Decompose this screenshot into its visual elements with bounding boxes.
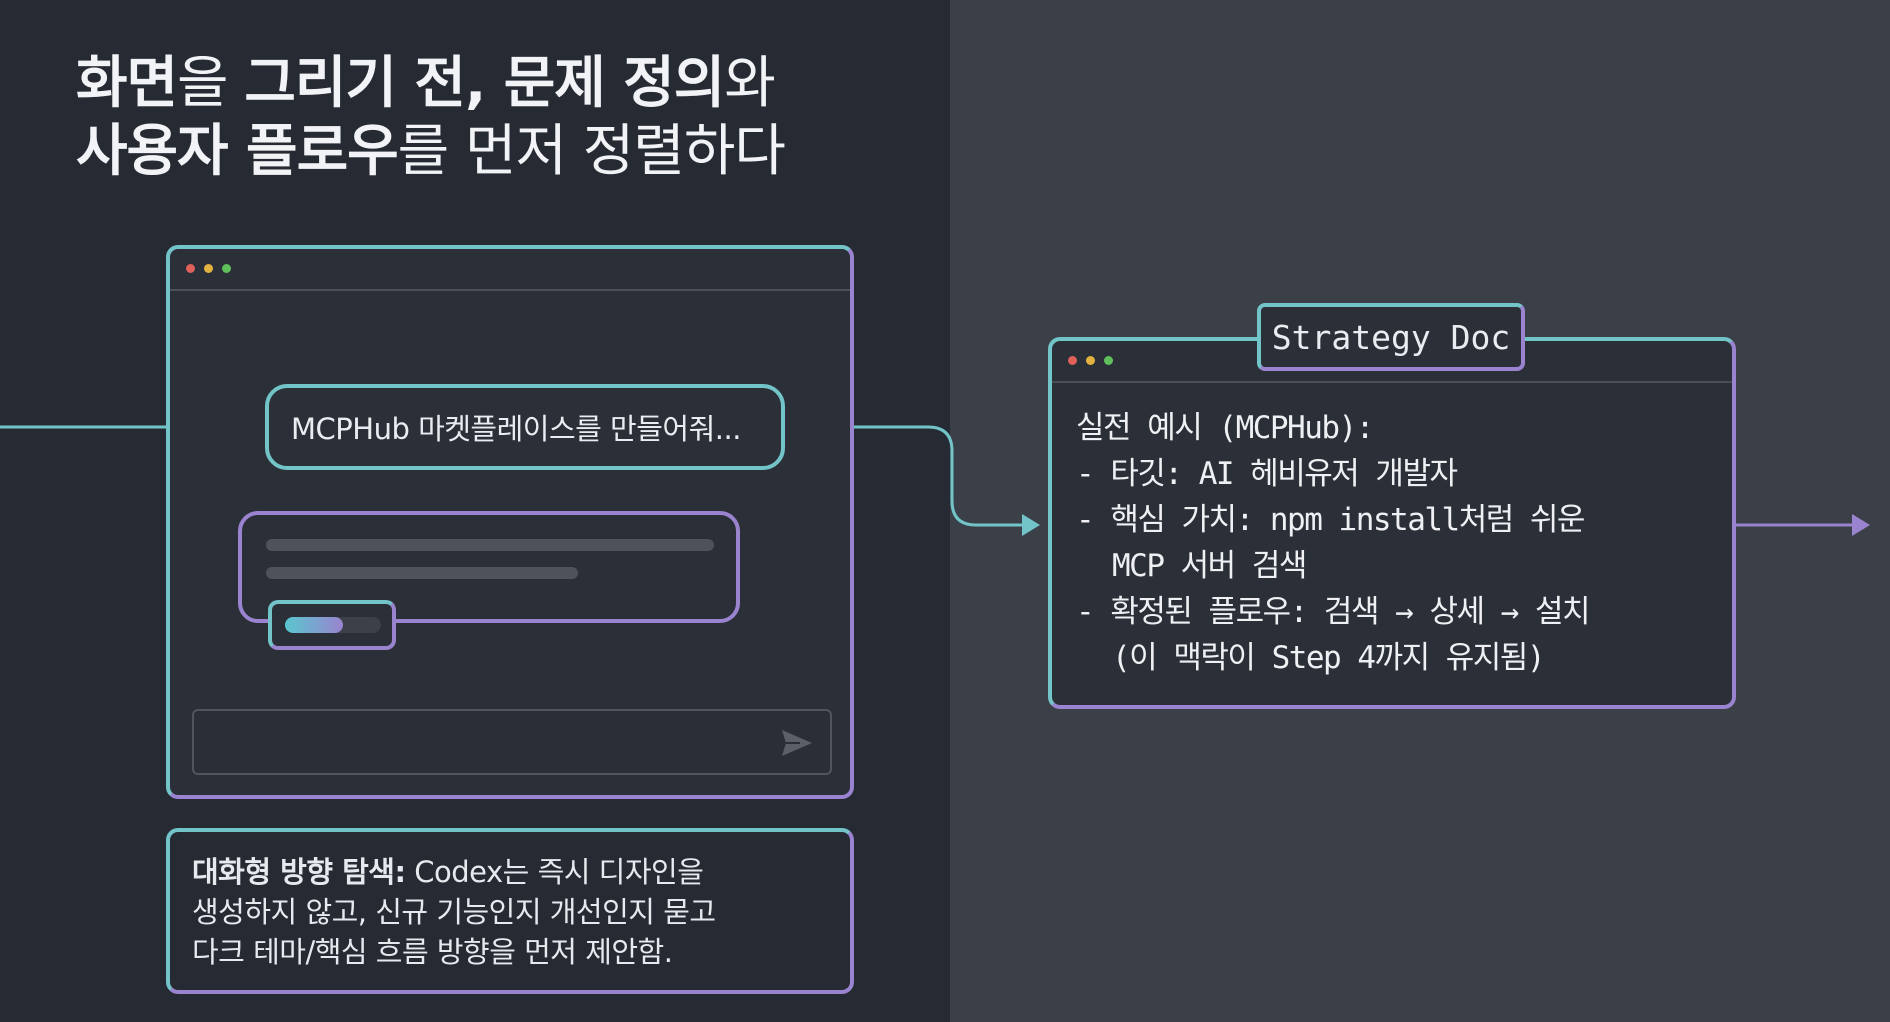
title-emphasis: 화면 — [76, 51, 178, 116]
prompt-to-doc-connector — [782, 425, 1022, 527]
minimize-dot-icon[interactable] — [1086, 356, 1095, 365]
strategy-doc-tab[interactable]: Strategy Doc — [1257, 303, 1525, 371]
outgoing-arrow-head — [1852, 514, 1870, 536]
title-line-1: 화면을 그리기 전, 문제 정의와 — [76, 50, 785, 118]
title-emphasis: 그리기 전, 문제 정의 — [244, 51, 725, 116]
send-button[interactable] — [778, 724, 816, 762]
loading-progress-fill — [285, 617, 343, 633]
prompt-to-doc-arrow-head — [1022, 514, 1040, 536]
doc-line-core-value-cont: MCP 서버 검색 — [1112, 548, 1307, 584]
window-controls — [1068, 356, 1113, 365]
doc-line-core-value: - 핵심 가치: npm install처럼 쉬운 — [1076, 502, 1585, 538]
loading-indicator — [268, 600, 396, 650]
page-title: 화면을 그리기 전, 문제 정의와 사용자 플로우를 먼저 정렬하다 — [76, 50, 786, 186]
strategy-doc-content: 실전 예시 (MCPHub): - 타깃: AI 헤비유저 개발자 - 핵심 가… — [1076, 405, 1591, 681]
strategy-doc-tab-label: Strategy Doc — [1271, 317, 1511, 357]
title-emphasis: 사용자 플로우 — [76, 119, 399, 184]
callout-line-2: 생성하지 않고, 신규 기능인지 개선인지 묻고 — [192, 895, 716, 929]
minimize-dot-icon[interactable] — [204, 264, 213, 273]
window-titlebar — [170, 249, 850, 291]
close-dot-icon[interactable] — [186, 264, 195, 273]
strategy-doc-window: 실전 예시 (MCPHub): - 타깃: AI 헤비유저 개발자 - 핵심 가… — [1048, 337, 1736, 709]
title-line-2: 사용자 플로우를 먼저 정렬하다 — [76, 118, 786, 186]
doc-line-note: (이 맥락이 Step 4까지 유지됨) — [1112, 640, 1545, 676]
callout-line-3: 다크 테마/핵심 흐름 방향을 먼저 제안함. — [192, 935, 673, 969]
close-dot-icon[interactable] — [1068, 356, 1077, 365]
doc-line-target: - 타깃: AI 헤비유저 개발자 — [1076, 456, 1458, 492]
window-titlebar — [1052, 341, 1732, 383]
doc-line-flow: - 확정된 플로우: 검색 → 상세 → 설치 — [1076, 594, 1591, 630]
doc-line-example: 실전 예시 (MCPHub): — [1076, 410, 1374, 446]
chat-window: MCPHub 마켓플레이스를 만들어줘... — [166, 245, 854, 799]
callout-text: Codex는 즉시 디자인을 — [405, 855, 704, 889]
window-controls — [186, 264, 231, 273]
user-prompt-bubble: MCPHub 마켓플레이스를 만들어줘... — [265, 384, 785, 470]
skeleton-line — [266, 539, 714, 551]
callout-note: 대화형 방향 탐색: Codex는 즉시 디자인을 생성하지 않고, 신규 기능… — [166, 828, 854, 994]
title-text: 을 — [177, 51, 245, 116]
callout-line-1: 대화형 방향 탐색: Codex는 즉시 디자인을 — [192, 852, 850, 892]
maximize-dot-icon[interactable] — [1104, 356, 1113, 365]
skeleton-line — [266, 567, 578, 579]
callout-label: 대화형 방향 탐색: — [192, 855, 406, 889]
title-text: 를 먼저 정렬하다 — [397, 119, 786, 184]
user-prompt-text: MCPHub 마켓플레이스를 만들어줘... — [291, 412, 741, 446]
title-text: 와 — [724, 51, 776, 116]
loading-track — [285, 617, 381, 633]
send-arrow-icon — [782, 730, 812, 756]
chat-input[interactable] — [192, 709, 832, 775]
maximize-dot-icon[interactable] — [222, 264, 231, 273]
